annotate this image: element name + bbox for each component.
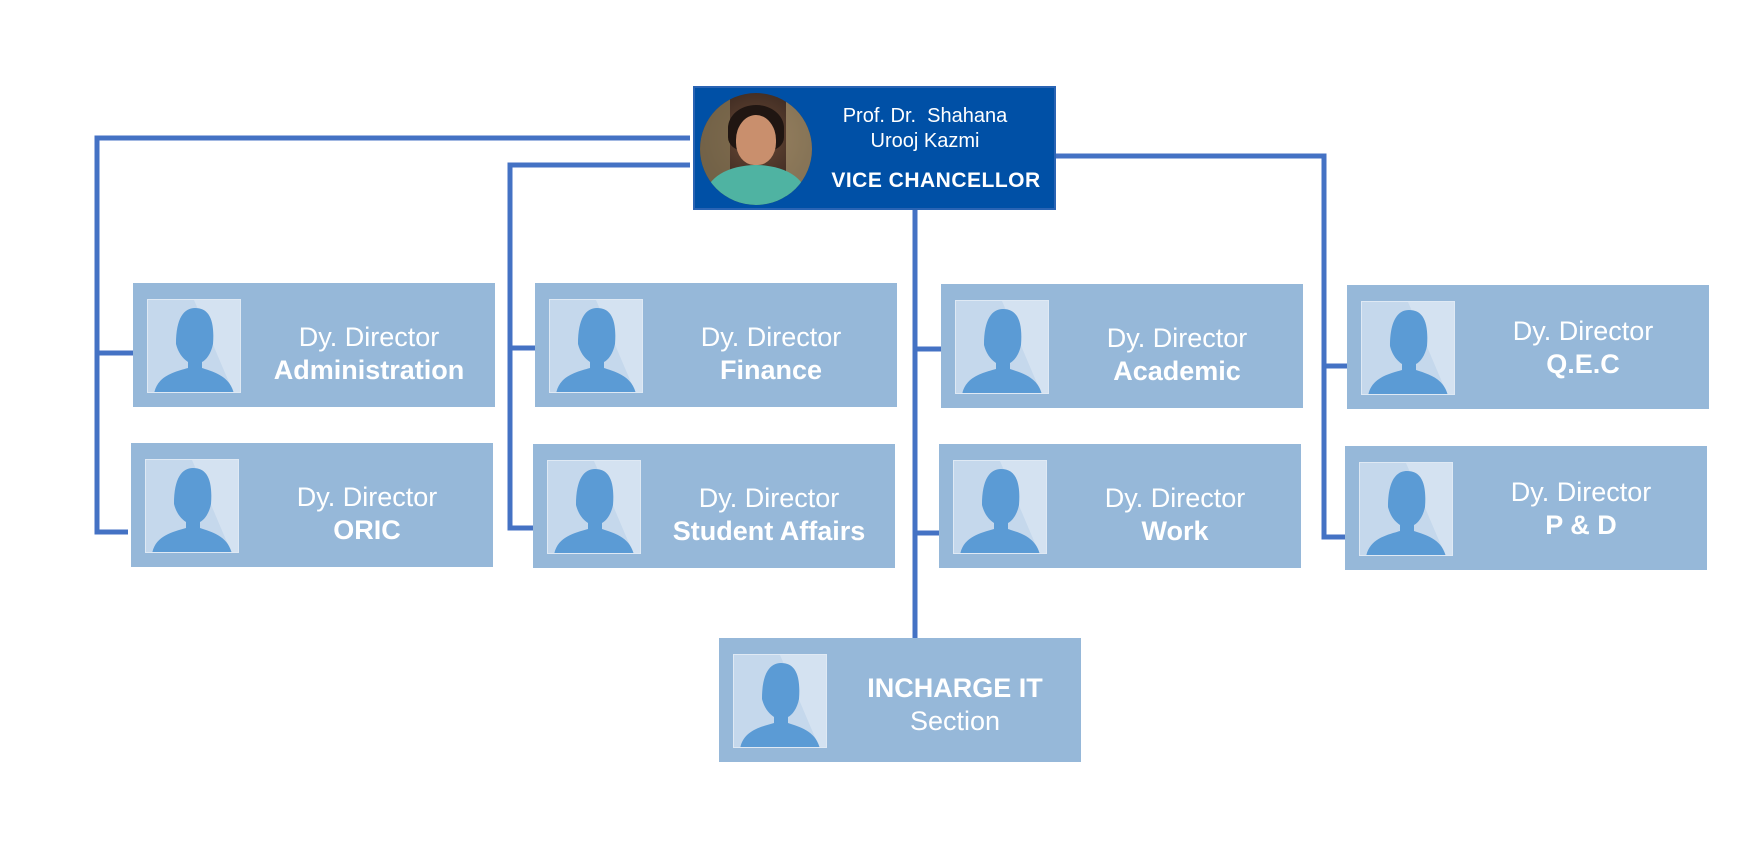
node-work: Dy. Director Work bbox=[939, 444, 1301, 568]
node-student-affairs: Dy. Director Student Affairs bbox=[533, 444, 895, 568]
node-qec-line2: Q.E.C bbox=[1457, 347, 1709, 381]
vice-chancellor-box: Prof. Dr. Shahana Urooj Kazmi VICE CHANC… bbox=[693, 86, 1056, 210]
vc-name-line1: Prof. Dr. Shahana bbox=[825, 104, 1025, 129]
node-academic-line1: Dy. Director bbox=[1051, 322, 1303, 354]
node-work-line1: Dy. Director bbox=[1049, 482, 1301, 514]
node-incharge-it-line2: Section bbox=[829, 704, 1081, 738]
node-oric-line2: ORIC bbox=[241, 513, 493, 547]
node-incharge-it: INCHARGE IT Section bbox=[719, 638, 1081, 762]
node-incharge-it-line1: INCHARGE IT bbox=[829, 672, 1081, 704]
node-finance-line1: Dy. Director bbox=[645, 321, 897, 353]
node-student-affairs-line1: Dy. Director bbox=[643, 482, 895, 514]
node-administration-line1: Dy. Director bbox=[243, 321, 495, 353]
node-qec-line1: Dy. Director bbox=[1457, 315, 1709, 347]
vc-name-line2: Urooj Kazmi bbox=[825, 129, 1025, 154]
person-placeholder-icon bbox=[549, 299, 643, 393]
person-placeholder-icon bbox=[1359, 462, 1453, 556]
person-placeholder-icon bbox=[733, 654, 827, 748]
node-finance: Dy. Director Finance bbox=[535, 283, 897, 407]
node-pd: Dy. Director P & D bbox=[1345, 446, 1707, 570]
node-academic-line2: Academic bbox=[1051, 354, 1303, 388]
person-placeholder-icon bbox=[953, 460, 1047, 554]
node-oric-line1: Dy. Director bbox=[241, 481, 493, 513]
person-placeholder-icon bbox=[955, 300, 1049, 394]
node-administration: Dy. Director Administration bbox=[133, 283, 495, 407]
vc-title: VICE CHANCELLOR bbox=[821, 169, 1051, 193]
vc-name: Prof. Dr. Shahana Urooj Kazmi bbox=[825, 104, 1025, 154]
node-qec: Dy. Director Q.E.C bbox=[1347, 285, 1709, 409]
person-photo-icon bbox=[700, 93, 812, 205]
person-placeholder-icon bbox=[1361, 301, 1455, 395]
node-student-affairs-line2: Student Affairs bbox=[643, 514, 895, 548]
node-administration-line2: Administration bbox=[243, 353, 495, 387]
person-placeholder-icon bbox=[145, 459, 239, 553]
person-placeholder-icon bbox=[547, 460, 641, 554]
node-pd-line1: Dy. Director bbox=[1455, 476, 1707, 508]
node-oric: Dy. Director ORIC bbox=[131, 443, 493, 567]
node-pd-line2: P & D bbox=[1455, 508, 1707, 542]
node-academic: Dy. Director Academic bbox=[941, 284, 1303, 408]
node-finance-line2: Finance bbox=[645, 353, 897, 387]
node-work-line2: Work bbox=[1049, 514, 1301, 548]
person-placeholder-icon bbox=[147, 299, 241, 393]
